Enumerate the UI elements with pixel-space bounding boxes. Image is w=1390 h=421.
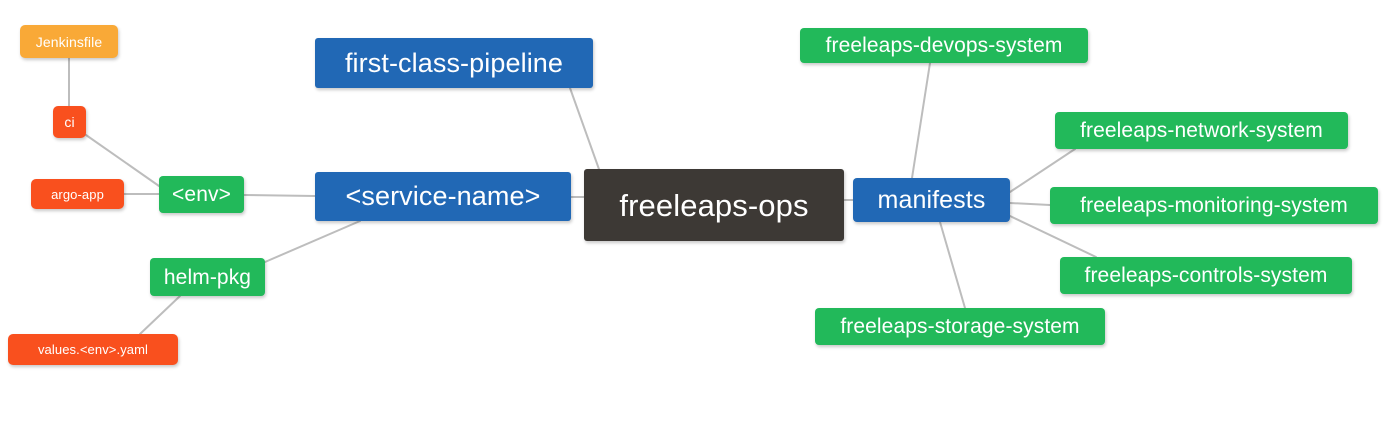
node-label-first-class-pipeline: first-class-pipeline: [344, 47, 564, 78]
node-freeleaps-devops-system[interactable]: freeleaps-devops-system: [800, 28, 1088, 63]
node-label-manifests: manifests: [877, 185, 986, 214]
node-label-freeleaps-controls-system: freeleaps-controls-system: [1084, 264, 1328, 287]
edge-freeleaps-ops-to-first-class-pipeline: [569, 87, 601, 173]
edge-service-name-to-helm-pkg: [264, 220, 361, 263]
node-values-env-yaml[interactable]: values.<env>.yaml: [8, 334, 178, 365]
edge-manifests-to-freeleaps-devops-system: [911, 62, 931, 179]
edge-manifests-to-freeleaps-storage-system: [939, 221, 966, 309]
node-freeleaps-storage-system[interactable]: freeleaps-storage-system: [815, 308, 1105, 345]
edge-manifests-to-freeleaps-monitoring-system: [1009, 202, 1051, 206]
node-label-freeleaps-ops: freeleaps-ops: [619, 187, 809, 223]
node-jenkinsfile[interactable]: Jenkinsfile: [20, 25, 118, 58]
node-env[interactable]: <env>: [159, 176, 244, 213]
node-label-jenkinsfile: Jenkinsfile: [35, 33, 103, 50]
node-helm-pkg[interactable]: helm-pkg: [150, 258, 265, 296]
node-service-name[interactable]: <service-name>: [315, 172, 571, 221]
node-first-class-pipeline[interactable]: first-class-pipeline: [315, 38, 593, 88]
node-freeleaps-controls-system[interactable]: freeleaps-controls-system: [1060, 257, 1352, 294]
node-label-env: <env>: [172, 183, 231, 206]
node-label-service-name: <service-name>: [345, 181, 541, 211]
edge-service-name-to-env: [243, 194, 316, 197]
node-freeleaps-ops[interactable]: freeleaps-ops: [584, 169, 844, 241]
node-argo-app[interactable]: argo-app: [31, 179, 124, 209]
node-label-freeleaps-storage-system: freeleaps-storage-system: [840, 315, 1080, 338]
node-label-freeleaps-devops-system: freeleaps-devops-system: [825, 34, 1063, 57]
node-label-ci: ci: [64, 114, 75, 130]
node-manifests[interactable]: manifests: [853, 178, 1010, 222]
node-freeleaps-network-system[interactable]: freeleaps-network-system: [1055, 112, 1348, 149]
node-label-freeleaps-monitoring-system: freeleaps-monitoring-system: [1080, 194, 1348, 217]
node-label-helm-pkg: helm-pkg: [163, 265, 252, 289]
node-freeleaps-monitoring-system[interactable]: freeleaps-monitoring-system: [1050, 187, 1378, 224]
edge-manifests-to-freeleaps-network-system: [1009, 148, 1076, 193]
node-label-freeleaps-network-system: freeleaps-network-system: [1080, 119, 1323, 142]
node-ci[interactable]: ci: [53, 106, 86, 138]
node-label-argo-app: argo-app: [51, 186, 104, 202]
node-label-values-env-yaml: values.<env>.yaml: [37, 342, 149, 357]
edge-helm-pkg-to-values-env-yaml: [139, 295, 181, 335]
